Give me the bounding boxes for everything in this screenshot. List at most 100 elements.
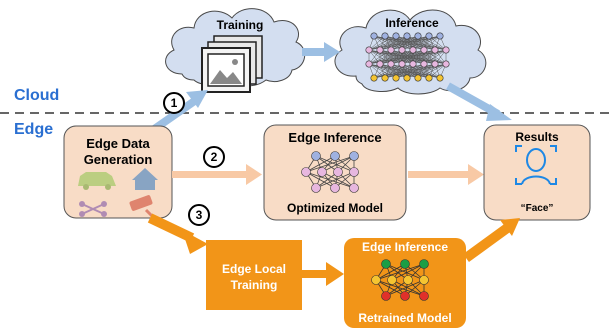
network-edge (375, 263, 406, 281)
edge-local-training-label-2: Training (230, 278, 278, 292)
network-edge (368, 49, 403, 65)
neural-network-icon (365, 32, 450, 82)
network-node (392, 74, 400, 82)
network-node (442, 46, 450, 54)
network-edge (390, 35, 441, 51)
network-node (381, 291, 391, 301)
step-1-badge: 1 (163, 92, 185, 114)
optimized-model-label: Optimized Model (287, 201, 383, 215)
drone-icon (79, 201, 107, 217)
network-node (333, 167, 343, 177)
network-edge (375, 263, 425, 281)
network-edge (321, 155, 355, 173)
network-node (330, 151, 340, 161)
edge-inference-top-label: Edge Inference (288, 130, 382, 145)
network-edge (368, 35, 386, 51)
network-node (365, 46, 373, 54)
network-edge (315, 171, 355, 189)
network-node (400, 291, 410, 301)
peach-arrow-inference-to-results (408, 164, 484, 185)
network-node (403, 32, 411, 40)
network-node (409, 60, 417, 68)
network-node (414, 32, 422, 40)
network-edge (321, 171, 355, 189)
network-node (301, 167, 311, 177)
network-edge (368, 49, 392, 65)
network-edge (406, 63, 447, 79)
network-node (349, 167, 359, 177)
network-edge (305, 155, 355, 173)
network-edge (368, 49, 414, 65)
edge-data-generation-label-2: Generation (83, 152, 153, 167)
network-node (420, 60, 428, 68)
network-edge (428, 63, 447, 79)
network-node (330, 183, 340, 193)
network-node (400, 259, 410, 269)
smart-home-icon (132, 168, 158, 190)
network-edge (412, 49, 447, 65)
network-node (370, 32, 378, 40)
network-node (414, 74, 422, 82)
network-node (349, 183, 359, 193)
step-3-badge: 3 (188, 204, 210, 226)
network-node (419, 291, 429, 301)
network-edge (373, 63, 403, 79)
network-edge (391, 263, 425, 281)
network-node (403, 275, 413, 285)
retrained-network-icon (371, 259, 429, 301)
network-edge (373, 63, 425, 79)
network-node (398, 60, 406, 68)
car-icon (78, 172, 116, 190)
network-edge (423, 35, 441, 51)
network-edge (385, 263, 425, 281)
network-node (376, 60, 384, 68)
network-node (436, 74, 444, 82)
blue-arrow-inference-to-results (446, 82, 512, 121)
edge-local-training-box (206, 240, 302, 310)
network-edge (412, 35, 441, 51)
orange-arrow-data-to-local-training (147, 213, 208, 254)
network-node (425, 74, 433, 82)
results-label: Results (515, 130, 559, 144)
network-node (387, 60, 395, 68)
image-stack-icon (201, 35, 263, 93)
network-edge (315, 155, 355, 173)
edge-data-generation-label-1: Edge Data (86, 136, 150, 151)
network-node (349, 151, 359, 161)
results-box (483, 124, 591, 221)
network-edge (305, 171, 355, 189)
network-edge (375, 279, 406, 297)
inference-label: Inference (385, 16, 439, 30)
network-node (420, 46, 428, 54)
network-node (371, 275, 381, 285)
network-edge (401, 35, 441, 51)
network-node (409, 46, 417, 54)
network-edge (417, 63, 447, 79)
network-node (419, 259, 429, 269)
network-node (387, 46, 395, 54)
network-node (436, 32, 444, 40)
network-node (370, 74, 378, 82)
network-edge (368, 35, 408, 51)
orange-arrow-retrained-to-results (463, 218, 520, 263)
network-edge (373, 63, 392, 79)
blue-arrow-training-to-inference (302, 42, 340, 62)
step-2-badge: 2 (203, 146, 225, 168)
network-edge (373, 63, 414, 79)
network-edge (423, 49, 447, 65)
network-node (419, 275, 429, 285)
network-node (311, 183, 321, 193)
network-edge (368, 35, 397, 51)
network-node (311, 151, 321, 161)
network-node (381, 259, 391, 269)
edge-inference-bottom-label: Edge Inference (361, 240, 449, 254)
network-node (381, 74, 389, 82)
training-label: Training (216, 18, 264, 32)
network-node (442, 60, 450, 68)
network-node (425, 32, 433, 40)
face-scan-icon (515, 145, 557, 185)
network-edge (375, 279, 425, 297)
peach-arrow-data-to-edge-inference (172, 164, 262, 185)
cloud-region-label: Cloud (14, 87, 60, 104)
